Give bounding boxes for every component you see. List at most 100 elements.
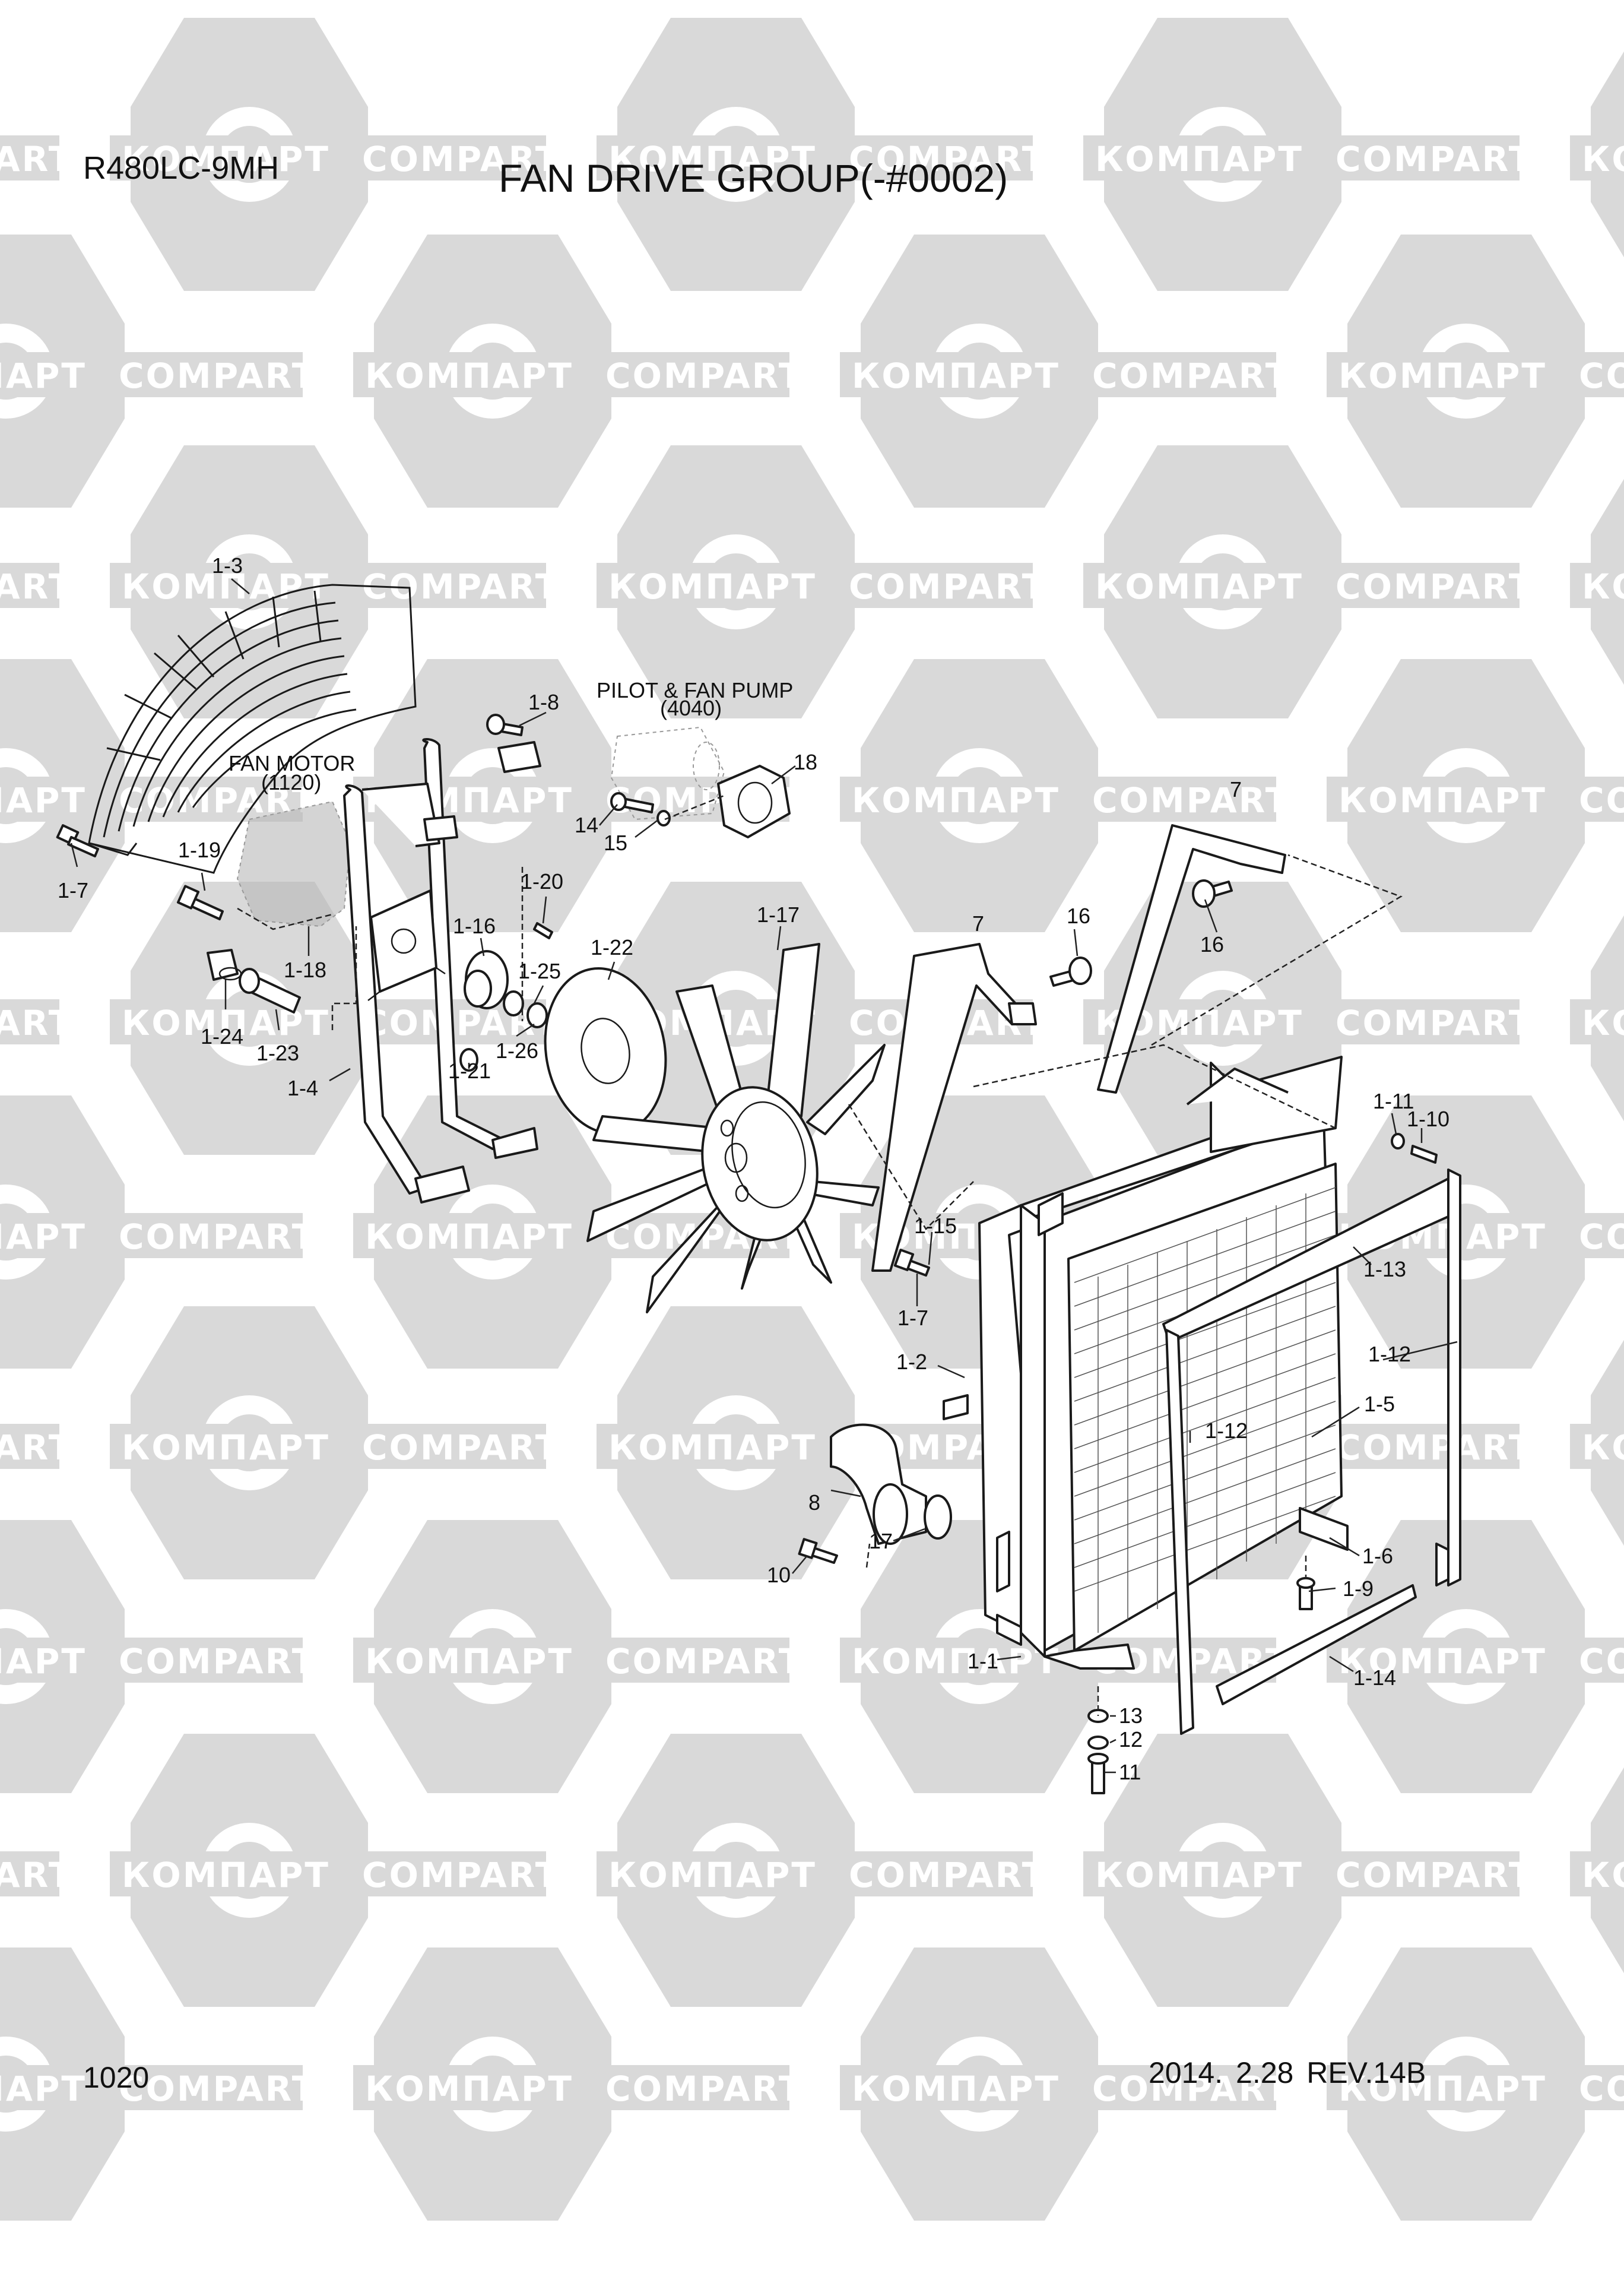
watermark-text: КОМПАРТ (0, 1641, 87, 1682)
o-ring-17 (924, 1494, 952, 1540)
watermark-band (1324, 563, 1520, 608)
callout: 7 (972, 911, 984, 936)
bolt-14-washer-15 (610, 792, 671, 826)
pilot-fan-pump-phantom (610, 726, 725, 821)
watermark-band (350, 135, 546, 180)
bolt-1-7-left (56, 824, 99, 857)
watermark-band (1567, 352, 1624, 397)
watermark-text: КОМПАРТ (1095, 1855, 1303, 1895)
callout: 1-13 (1363, 1257, 1406, 1281)
watermark-band (353, 1638, 549, 1683)
callout: 1-5 (1364, 1392, 1395, 1416)
watermark-text: КОМПАРТ (1095, 139, 1303, 179)
fan-motor-phantom (236, 800, 351, 927)
watermark-band (1567, 1213, 1624, 1258)
watermark-text: COMPART (1336, 1855, 1534, 1895)
watermark-band (1327, 1638, 1522, 1683)
mount-bolts-11-12-13 (1087, 1709, 1109, 1794)
callout: 1-20 (521, 869, 563, 894)
callout: 1-7 (58, 878, 88, 902)
watermark-band (350, 1851, 546, 1896)
callout: 1-26 (496, 1038, 538, 1063)
callout: 1-15 (914, 1214, 957, 1238)
watermark-band (0, 1851, 59, 1896)
watermark-band (597, 1424, 792, 1469)
watermark-text: COMPART (849, 1855, 1047, 1895)
watermark-text: COMPART (0, 139, 74, 179)
page-title: FAN DRIVE GROUP(-#0002) (499, 156, 1008, 200)
watermark-text: COMPART (0, 1855, 74, 1895)
watermark-band (1567, 777, 1624, 822)
callout: 1-1 (968, 1649, 998, 1673)
watermark-text: КОМПАРТ (1338, 2069, 1547, 2109)
watermark-band (1083, 135, 1279, 180)
adapter-1-16 (464, 950, 509, 1009)
watermark-band (0, 135, 59, 180)
watermark-text: COMPART (119, 2069, 317, 2109)
watermark-band (110, 135, 306, 180)
watermark-text: COMPART (362, 139, 560, 179)
callout: 1-3 (212, 553, 243, 578)
watermark-band (837, 563, 1033, 608)
fan-motor-ref: (1120) (261, 770, 321, 794)
callout: 1-22 (591, 935, 633, 960)
cooling-fan-1-17 (586, 943, 886, 1313)
pilot-fan-pump-name: PILOT & FAN PUMP (597, 678, 793, 702)
watermark-band (594, 1638, 789, 1683)
watermark-band (107, 1638, 303, 1683)
watermark-text: КОМПАРТ (122, 1855, 330, 1895)
callout: 1-2 (896, 1350, 927, 1374)
watermark-text: COMPART (1336, 566, 1534, 607)
watermark-band (1324, 999, 1520, 1044)
watermark-band (1080, 777, 1276, 822)
watermark-band (837, 135, 1033, 180)
watermark-band (594, 352, 789, 397)
watermark-text: КОМПАРТ (365, 1641, 573, 1682)
watermark-band (1083, 1851, 1279, 1896)
watermark-text: COMPART (605, 2069, 804, 2109)
watermark-band (1080, 2065, 1276, 2110)
seal-frame-1-12-1-13 (1162, 1168, 1461, 1735)
watermark-text: КОМПАРТ (365, 1217, 573, 1257)
watermark-band (1567, 2065, 1624, 2110)
watermark-band (0, 563, 59, 608)
watermark-text: КОМПАРТ (0, 356, 87, 396)
watermark-text: КОМПАРТ (0, 2069, 87, 2109)
watermark-band (837, 1851, 1033, 1896)
pipe-elbow-8 (830, 1423, 927, 1545)
watermark-band (0, 999, 59, 1044)
support-brace-7 (871, 824, 1286, 1272)
watermark-text: КОМПАРТ (1582, 1427, 1624, 1468)
watermark-text: COMPART (362, 1003, 560, 1043)
callout: 11 (1119, 1760, 1141, 1784)
watermark-text: КОМПАРТ (122, 566, 330, 607)
watermark-band (107, 2065, 303, 2110)
watermark-text: COMPART (1336, 1427, 1534, 1468)
callout: 1-23 (256, 1041, 299, 1065)
callout: 12 (1119, 1727, 1143, 1752)
watermark-band (840, 2065, 1036, 2110)
tube-bracket-1-4 (343, 738, 541, 1204)
bracket-1-6 (1299, 1507, 1349, 1551)
watermark-text: COMPART (362, 1427, 560, 1468)
callout: 1-7 (897, 1306, 928, 1330)
watermark-band (1570, 999, 1624, 1044)
callout: 1-21 (448, 1059, 491, 1083)
bolt-1-15 (893, 1249, 930, 1277)
watermark-text: COMPART (1579, 1217, 1624, 1257)
callout: 1-4 (287, 1076, 318, 1100)
watermark-text: КОМПАРТ (0, 780, 87, 821)
watermark-band (1324, 1851, 1520, 1896)
bolt-1-10-1-11 (1391, 1133, 1438, 1164)
callout: 1-24 (201, 1024, 243, 1049)
watermark-band (1570, 135, 1624, 180)
callout: 14 (575, 813, 598, 837)
watermark-band (840, 1638, 1036, 1683)
watermark-text: COMPART (1579, 1641, 1624, 1682)
watermark-text: КОМПАРТ (1582, 1003, 1624, 1043)
watermark-text: COMPART (1336, 1003, 1534, 1043)
watermark-band (840, 352, 1036, 397)
watermark-text: КОМПАРТ (0, 1217, 87, 1257)
callout: 1-9 (1343, 1576, 1374, 1601)
